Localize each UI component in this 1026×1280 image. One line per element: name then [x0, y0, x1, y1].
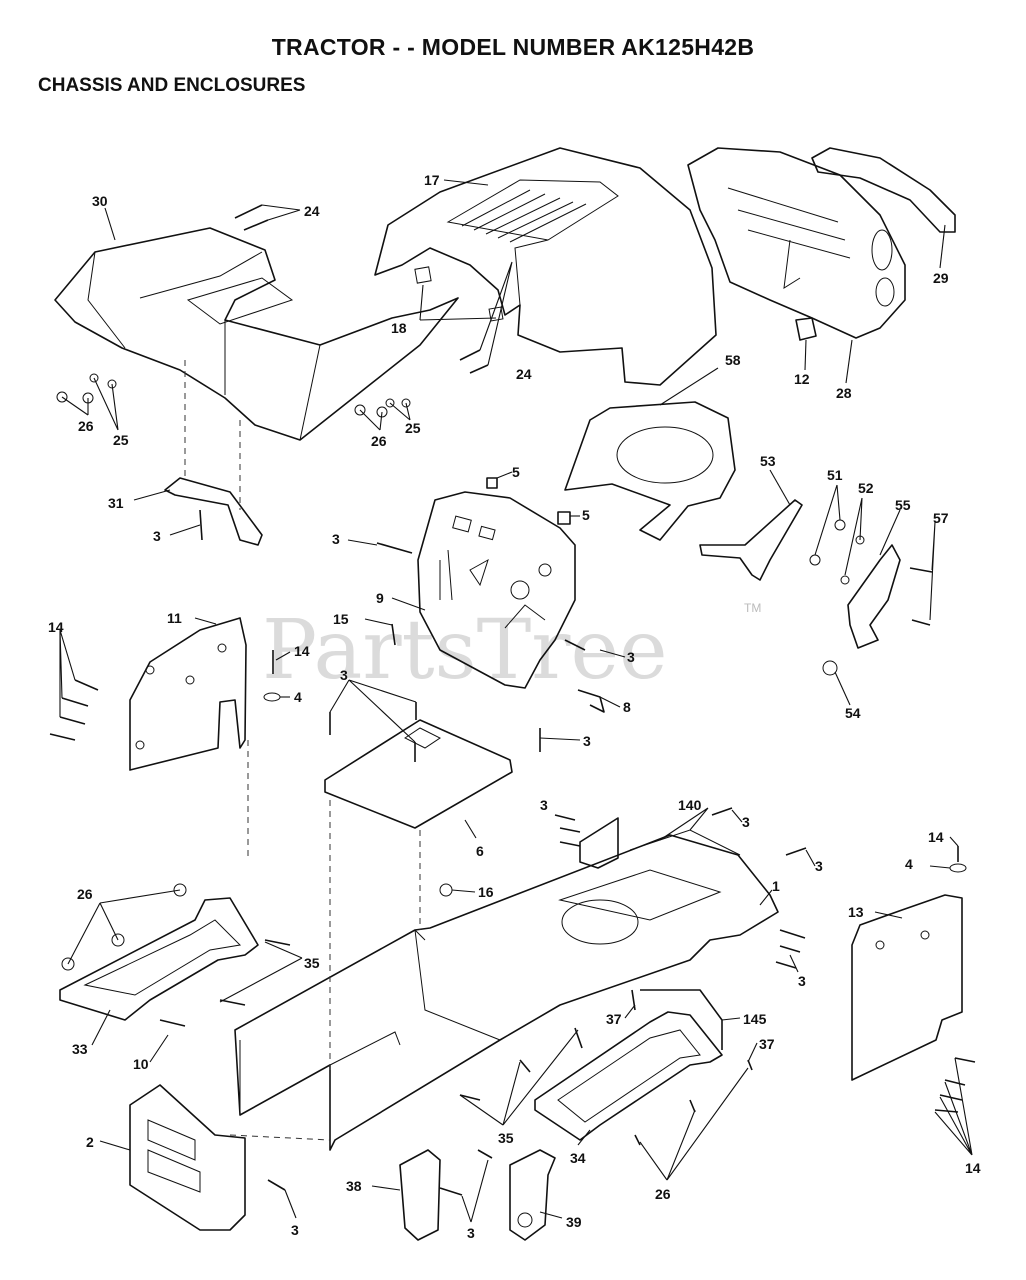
part-grille: [687, 147, 906, 339]
callout-3-a: 3: [153, 528, 161, 544]
callout-2: 2: [86, 1134, 94, 1150]
part-bracket-39: [509, 1149, 556, 1241]
callout-3-g: 3: [742, 814, 750, 830]
callout-24: 24: [304, 203, 320, 219]
callout-3-j: 3: [291, 1222, 299, 1238]
callout-30: 30: [92, 193, 108, 209]
callout-34: 34: [570, 1150, 586, 1166]
section-subtitle: CHASSIS AND ENCLOSURES: [38, 75, 306, 96]
callout-35: 35: [304, 955, 320, 971]
callout-26-c: 26: [77, 886, 93, 902]
watermark-tm: TM: [744, 601, 761, 615]
page-title: TRACTOR - - MODEL NUMBER AK125H42B: [271, 34, 755, 60]
callout-14-b: 14: [294, 643, 310, 659]
callout-10: 10: [133, 1056, 149, 1072]
callout-5: 5: [512, 464, 520, 480]
callout-35-b: 35: [498, 1130, 514, 1146]
part-footrest-33: [59, 897, 259, 1021]
callout-4: 4: [294, 689, 302, 705]
callout-145: 145: [743, 1011, 767, 1027]
callout-3-d: 3: [340, 667, 348, 683]
part-nose-cone: [811, 147, 956, 233]
callout-3-h: 3: [815, 858, 823, 874]
callout-14-a: 14: [48, 619, 64, 635]
part-bracket-55: [847, 544, 901, 649]
watermark: PartsTree: [262, 603, 668, 698]
callout-5-b: 5: [582, 507, 590, 523]
callout-14-d: 14: [965, 1160, 981, 1176]
hardware: [49, 204, 976, 1196]
callout-3-i: 3: [798, 973, 806, 989]
callout-52: 52: [858, 480, 874, 496]
callout-11: 11: [167, 610, 182, 626]
callout-51: 51: [827, 467, 843, 483]
callout-12: 12: [794, 371, 810, 387]
callout-18: 18: [391, 320, 407, 336]
part-bracket-38: [399, 1149, 441, 1241]
callout-16: 16: [478, 884, 494, 900]
callout-37-b: 37: [759, 1036, 775, 1052]
callout-53: 53: [760, 453, 776, 469]
leader-lines: [59, 179, 973, 1223]
callout-26: 26: [78, 418, 94, 434]
callout-25: 25: [113, 432, 129, 448]
part-bracket-53: [699, 499, 803, 581]
callout-6: 6: [476, 843, 484, 859]
callout-37: 37: [606, 1011, 622, 1027]
callout-140: 140: [678, 797, 702, 813]
callout-3-e: 3: [583, 733, 591, 749]
callout-26-b: 26: [371, 433, 387, 449]
part-plate-6: [324, 719, 513, 829]
callout-54: 54: [845, 705, 861, 721]
callout-38: 38: [346, 1178, 362, 1194]
callout-13: 13: [848, 904, 864, 920]
callout-31: 31: [108, 495, 124, 511]
callout-14-c: 14: [928, 829, 944, 845]
callout-4-b: 4: [905, 856, 913, 872]
callout-3-f: 3: [540, 797, 548, 813]
assembly-lines: [184, 360, 421, 1141]
part-bracket-140: [579, 817, 619, 869]
callout-29: 29: [933, 270, 949, 286]
callout-labels: 30 24 17 29 18 24 12 28 25 26 25 26 58 5…: [48, 172, 981, 1241]
callout-24-b: 24: [516, 366, 532, 382]
callout-17: 17: [424, 172, 440, 188]
part-rod-145: [640, 989, 723, 1050]
callout-3-k: 3: [467, 1225, 475, 1241]
part-fender: [54, 227, 459, 441]
part-side-panel-13: [851, 894, 963, 1081]
callout-8: 8: [623, 699, 631, 715]
callout-57: 57: [933, 510, 949, 526]
part-dash-58: [564, 401, 736, 541]
callout-25-b: 25: [405, 420, 421, 436]
callout-28: 28: [836, 385, 852, 401]
callout-33: 33: [72, 1041, 88, 1057]
callout-58: 58: [725, 352, 741, 368]
part-front-bracket-2: [129, 1084, 246, 1231]
part-dashboard-9: [417, 491, 576, 689]
part-side-panel-11: [129, 617, 247, 771]
callout-39: 39: [566, 1214, 582, 1230]
callout-26-d: 26: [655, 1186, 671, 1202]
callout-55: 55: [895, 497, 911, 513]
callout-15: 15: [333, 611, 349, 627]
callout-1: 1: [772, 878, 780, 894]
part-footrest-34: [534, 1011, 723, 1141]
callout-3-b: 3: [332, 531, 340, 547]
callout-3-c: 3: [627, 649, 635, 665]
part-bracket-31: [164, 477, 263, 546]
callout-9: 9: [376, 590, 384, 606]
part-clip-12: [795, 317, 817, 341]
